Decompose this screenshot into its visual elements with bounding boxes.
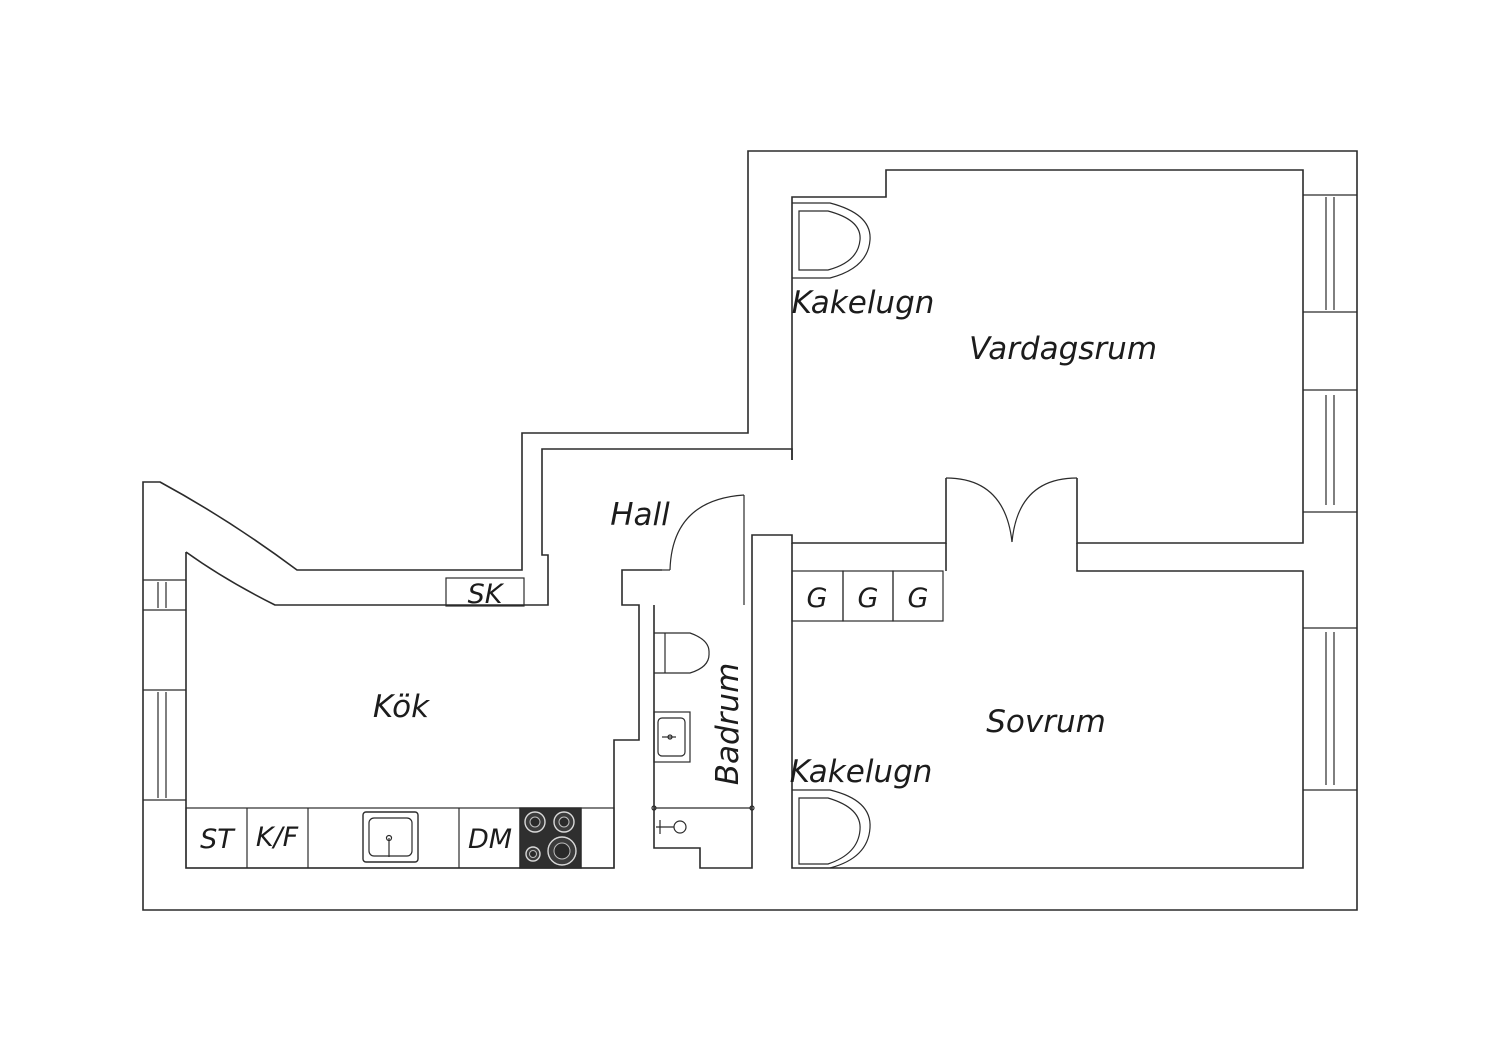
kakelugn-bottom-stove: [792, 789, 871, 869]
kakelugn-top-stove: [792, 202, 871, 279]
label-kakelugn-top: Kakelugn: [792, 285, 935, 321]
double-door-right: [1011, 477, 1078, 543]
bathroom-sink-icon: [653, 711, 691, 763]
room-label-hall: Hall: [610, 497, 670, 533]
sovrum-inner-wall: [791, 543, 1304, 869]
wardrobes: [791, 570, 944, 622]
room-label-sovrum: Sovrum: [986, 704, 1106, 740]
shower-head-icon: [656, 820, 687, 834]
outer-wall: [142, 150, 1358, 911]
window-right-1: [1303, 194, 1357, 313]
window-left-2: [143, 689, 186, 801]
toilet-icon: [654, 632, 710, 674]
vardagsrum-inner-wall: [751, 169, 1304, 605]
hall-door-swing: [669, 494, 745, 605]
label-wardrobe-1: G: [807, 583, 828, 614]
room-label-vardagsrum: Vardagsrum: [969, 331, 1157, 367]
label-sk: SK: [468, 579, 505, 610]
window-right-3: [1303, 627, 1357, 791]
label-wardrobe-2: G: [858, 583, 879, 614]
kitchen-sink-icon: [362, 811, 419, 863]
label-kakelugn-bottom: Kakelugn: [790, 754, 933, 790]
shower-marker-right: [749, 805, 755, 811]
window-right-2: [1303, 389, 1357, 513]
room-label-kok: Kök: [373, 689, 430, 725]
label-st: ST: [200, 824, 236, 855]
double-door-left: [945, 477, 1013, 543]
label-kf: K/F: [256, 822, 299, 853]
label-wardrobe-3: G: [908, 583, 929, 614]
label-dm: DM: [468, 824, 512, 855]
hall-inner-wall: [522, 448, 793, 606]
window-left-1: [143, 579, 186, 611]
shower-marker-left: [651, 805, 657, 811]
stove-icon: [519, 807, 582, 869]
room-label-badrum: Badrum: [710, 663, 746, 786]
sk-cabinet: [445, 577, 525, 607]
